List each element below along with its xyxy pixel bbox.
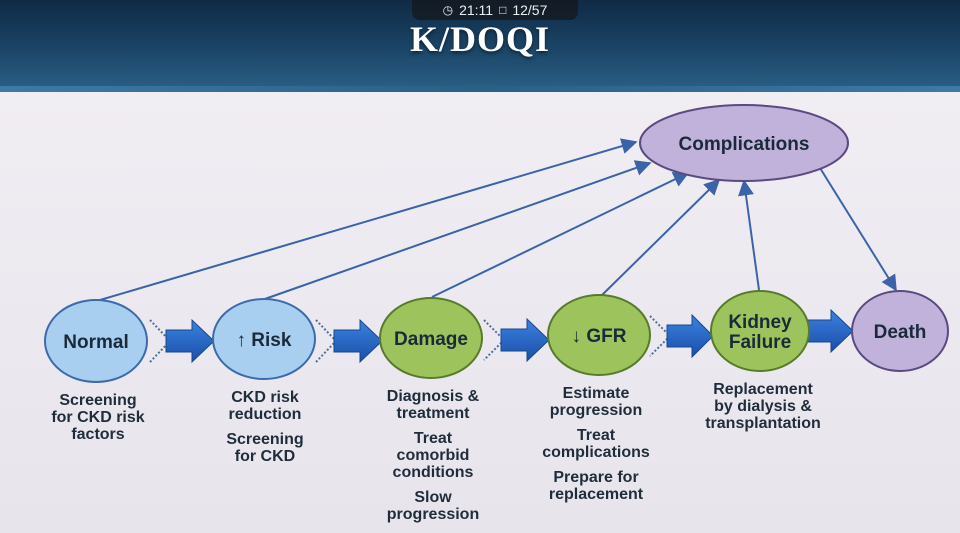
node-kidney-failure-label-2: Failure [729, 332, 791, 353]
caption-damage-line-5: conditions [392, 464, 474, 481]
block-arrow-5 [807, 308, 854, 354]
caption-gfr-line-6: replacement [548, 486, 644, 503]
node-normal-label: Normal [63, 332, 128, 353]
caption-damage-line-4: comorbid [396, 447, 470, 464]
caption-damage-line-6: Slow [414, 489, 452, 506]
caption-risk-line-2: reduction [228, 406, 302, 423]
node-complications-label: Complications [679, 134, 810, 155]
caption-damage: Diagnosis & treatment Treat comorbid con… [371, 388, 495, 523]
link-normal-complications [99, 138, 638, 301]
link-gfr-complications [599, 178, 721, 298]
caption-risk: CKD risk reduction Screening for CKD [205, 389, 325, 465]
link-risk-complications [261, 160, 652, 301]
link-failure-complications [738, 179, 760, 291]
node-risk-label: ↑ Risk [237, 330, 292, 351]
caption-damage-line-1: Diagnosis & [386, 388, 480, 405]
clock-icon: ◷ [442, 3, 454, 17]
status-slide: 12/57 [512, 2, 548, 18]
node-gfr-label: ↓ GFR [572, 326, 627, 347]
block-arrows [165, 308, 854, 364]
complication-links [99, 138, 897, 301]
node-kidney-failure-label-1: Kidney [728, 312, 792, 333]
caption-kidney-failure-line-2: by dialysis & [714, 398, 812, 415]
caption-risk-line-4: for CKD [234, 448, 296, 465]
caption-kidney-failure-line-3: transplantation [705, 415, 821, 432]
caption-risk-line-3: Screening [226, 431, 304, 448]
node-kidney-failure: Kidney Failure [710, 290, 810, 372]
block-arrow-2 [333, 318, 383, 364]
slide-icon: □ [499, 3, 507, 17]
status-pill: ◷ 21:11 □ 12/57 [412, 0, 578, 20]
status-time: 21:11 [459, 2, 494, 18]
caption-gfr-line-3: Treat [576, 427, 616, 444]
caption-gfr-line-4: complications [542, 444, 650, 461]
node-gfr: ↓ GFR [547, 294, 651, 376]
caption-normal-line-2: for CKD risk [51, 409, 145, 426]
caption-damage-line-7: progression [386, 506, 480, 523]
caption-normal-line-3: factors [71, 426, 125, 443]
caption-gfr-line-2: progression [549, 402, 643, 419]
node-death: Death [851, 290, 949, 372]
caption-damage-line-2: treatment [396, 405, 470, 422]
node-normal: Normal [44, 299, 148, 383]
caption-normal: Screening for CKD risk factors [36, 392, 160, 443]
caption-kidney-failure-line-1: Replacement [713, 381, 813, 398]
header-band [0, 86, 960, 92]
caption-gfr-line-5: Prepare for [553, 469, 639, 486]
block-arrow-3 [500, 317, 550, 363]
slide-title: K/DOQI [409, 19, 550, 59]
node-damage-label: Damage [394, 329, 468, 350]
caption-gfr-line-1: Estimate [562, 385, 630, 402]
dotted-chevron-2 [315, 319, 338, 363]
block-arrow-1 [165, 318, 215, 364]
caption-kidney-failure: Replacement by dialysis & transplantatio… [690, 381, 836, 432]
caption-gfr: Estimate progression Treat complications… [530, 385, 662, 503]
node-damage: Damage [379, 297, 483, 379]
caption-normal-line-1: Screening [59, 392, 137, 409]
link-complications-death [819, 167, 897, 292]
block-arrow-4 [666, 313, 714, 359]
caption-risk-line-1: CKD risk [231, 389, 299, 406]
link-damage-complications [431, 172, 690, 298]
node-death-label: Death [874, 322, 927, 343]
caption-damage-line-3: Treat [413, 430, 453, 447]
node-complications: Complications [639, 104, 849, 182]
node-risk: ↑ Risk [212, 298, 316, 380]
